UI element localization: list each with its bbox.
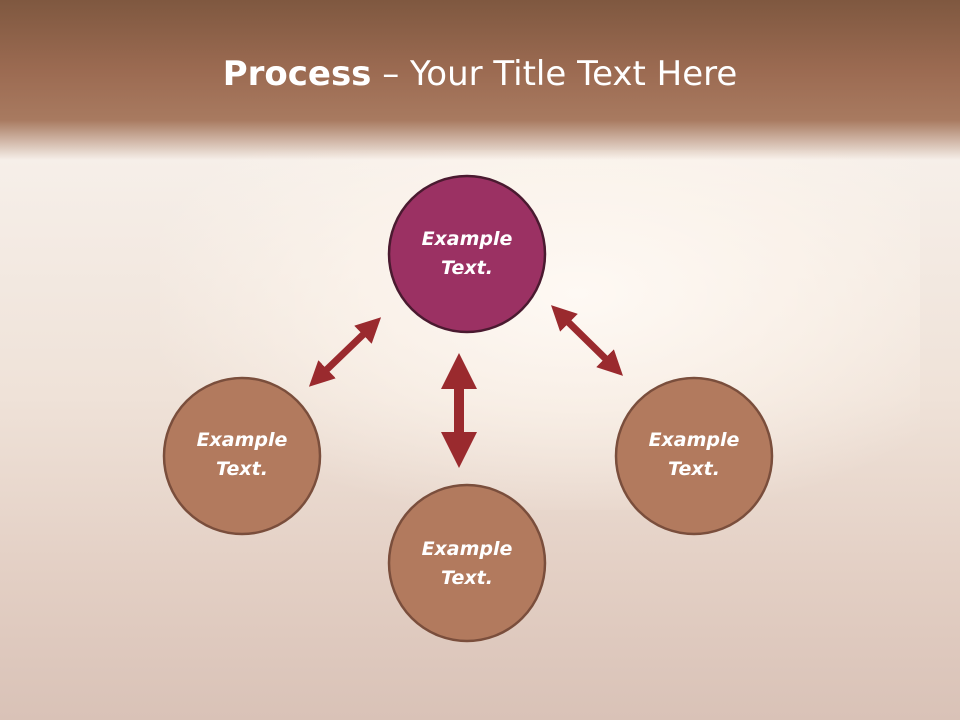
node-label-right: Example Text.: [616, 426, 772, 484]
node-label-line: Text.: [216, 458, 268, 480]
title-bar: [0, 0, 960, 160]
node-label-line: Text.: [441, 567, 493, 589]
node-label-line: Example: [421, 228, 513, 250]
node-label-top: Example Text.: [389, 225, 545, 283]
node-label-line: Example: [421, 538, 513, 560]
process-node-bottom: [387, 483, 547, 643]
node-label-line: Text.: [441, 257, 493, 279]
node-label-line: Example: [196, 429, 288, 451]
title-rest: – Your Title Text Here: [371, 54, 738, 94]
process-node-top: [387, 174, 547, 334]
title-bold: Process: [222, 54, 372, 94]
node-label-bottom: Example Text.: [389, 535, 545, 593]
double-arrow-icon: [308, 317, 382, 387]
node-label-left: Example Text.: [164, 426, 320, 484]
node-label-line: Text.: [668, 458, 720, 480]
double-arrow-icon: [551, 305, 623, 376]
process-node-right: [614, 376, 774, 536]
page-title: Process – Your Title Text Here: [0, 52, 960, 96]
process-node-left: [162, 376, 322, 536]
node-label-line: Example: [648, 429, 740, 451]
